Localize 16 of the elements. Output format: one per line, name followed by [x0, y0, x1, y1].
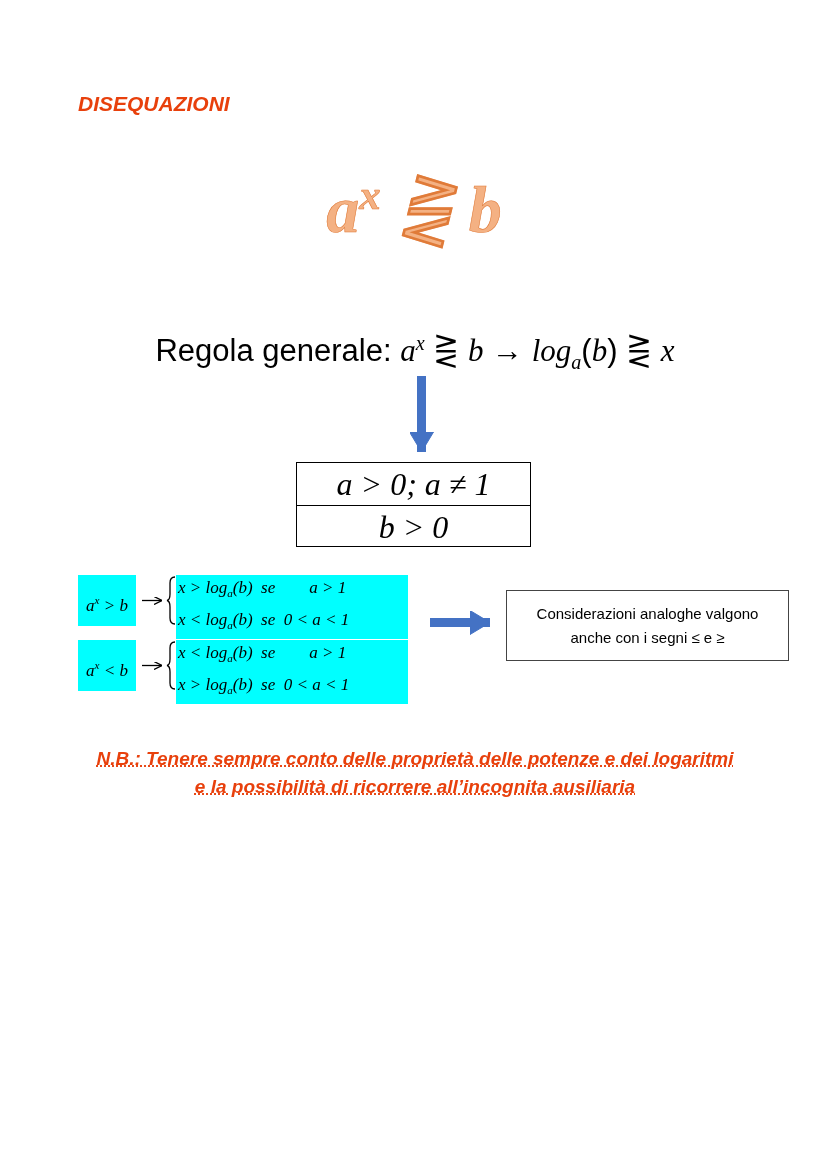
page-title: DISEQUAZIONI — [78, 92, 230, 116]
note-box: Considerazioni analoghe valgono anche con i segni ≤ e ≥ — [506, 590, 789, 661]
conditions-table — [296, 462, 531, 547]
node-label: x > log$_{a}$(b) se a > 1 — [178, 578, 347, 600]
note-text: N.B.: Tenere sempre conto delle proprietà delle potenze e dei logaritmi e la possibilità di ricorrere all’incognita ausiliaria — [95, 747, 735, 799]
condition-text: b > 0 — [297, 504, 530, 547]
highlighted-formula: a$^{x}$ > b — [78, 575, 136, 626]
formula-heading: a$^{x}$ ⋛ b — [325, 170, 503, 248]
highlighted-formula: a$^{x}$ < b — [78, 640, 136, 691]
condition-text: a > 0; a ≠ 1 — [335, 465, 492, 504]
node-label: x < log$_{a}$(b) se a > 1 — [178, 643, 347, 665]
rule-text: Regola generale: a$^{x}$ ⋛ b → log$_{a}$(b) ⋛ x — [120, 318, 710, 368]
arrow — [141, 595, 163, 606]
block-arrow — [409, 376, 434, 453]
block-arrow — [430, 610, 491, 635]
arrow — [141, 660, 163, 671]
